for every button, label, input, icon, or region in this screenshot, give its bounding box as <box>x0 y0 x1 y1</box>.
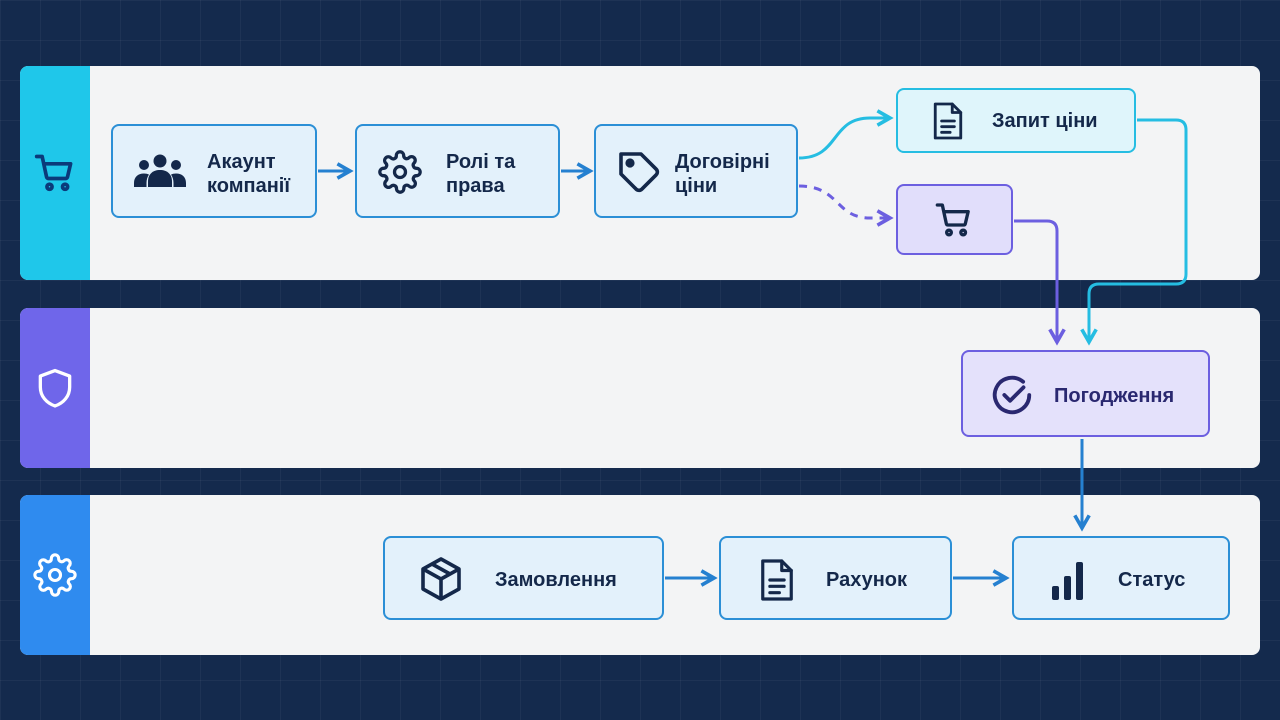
shopping-cart-icon <box>932 200 976 240</box>
node-label: Статус <box>1118 569 1186 591</box>
shopping-cart-icon <box>34 154 73 192</box>
shield-icon <box>38 368 72 408</box>
price-tag-icon <box>615 148 663 196</box>
node-order: Замовлення <box>383 536 664 620</box>
node-label: Замовлення <box>495 569 617 591</box>
node-status: Статус <box>1012 536 1230 620</box>
lane-strip-sales <box>20 66 90 280</box>
package-box-icon <box>417 554 465 604</box>
document-icon <box>758 557 796 603</box>
node-cart <box>896 184 1013 255</box>
gear-icon <box>378 150 422 194</box>
users-icon <box>133 153 187 189</box>
node-label: Рахунок <box>826 569 907 591</box>
node-label: Ролі та права <box>446 151 516 197</box>
node-label: Акаунт компанії <box>207 151 290 197</box>
node-label: Запит ціни <box>992 110 1098 132</box>
check-circle-icon <box>989 372 1035 418</box>
gear-icon <box>33 553 77 597</box>
node-approval: Погодження <box>961 350 1210 437</box>
node-company-account: Акаунт компанії <box>111 124 317 218</box>
node-price-request: Запит ціни <box>896 88 1136 153</box>
node-invoice: Рахунок <box>719 536 952 620</box>
document-icon <box>931 101 965 141</box>
lane-strip-fulfillment <box>20 495 90 655</box>
node-label: Договірні ціни <box>675 151 770 197</box>
node-roles-permissions: Ролі та права <box>355 124 560 218</box>
node-label: Погодження <box>1054 385 1175 407</box>
bar-chart-icon <box>1048 558 1088 602</box>
lane-strip-approval <box>20 308 90 468</box>
node-contract-prices: Договірні ціни <box>594 124 798 218</box>
